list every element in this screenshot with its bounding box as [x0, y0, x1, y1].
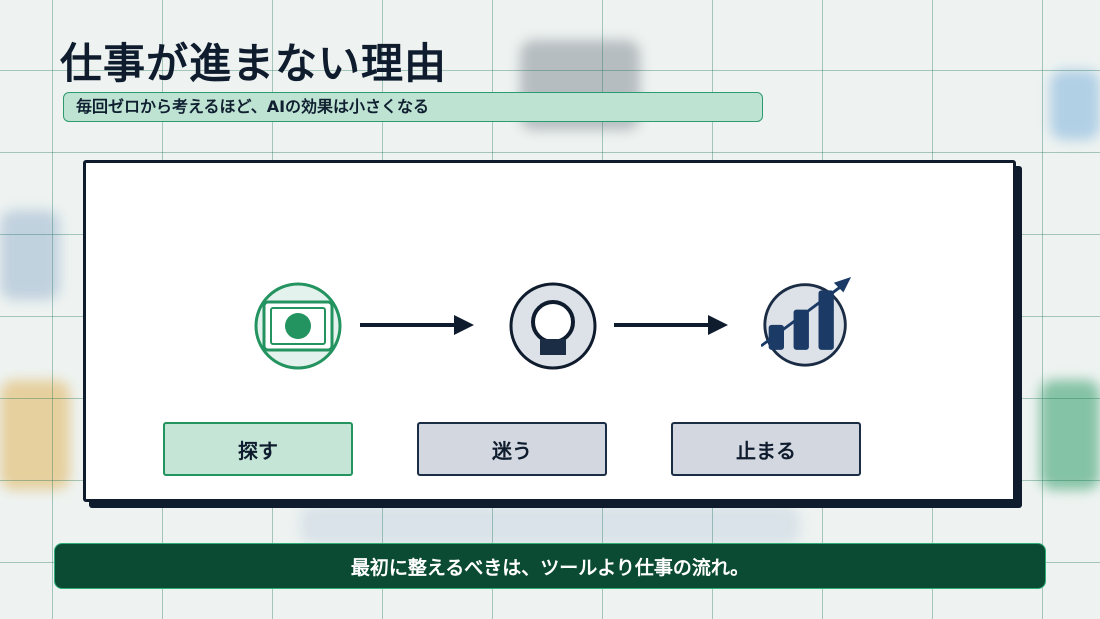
idea-bulb-icon [509, 282, 597, 370]
page-title: 仕事が進まない理由 [60, 39, 448, 88]
footer-message: 最初に整えるべきは、ツールより仕事の流れ。 [54, 543, 1046, 589]
step-label-hesitate: 迷う [417, 422, 607, 476]
arrow-right-icon [614, 315, 728, 335]
subtitle-banner: 毎回ゼロから考えるほど、AIの効果は小さくなる [63, 92, 763, 122]
background-shape [1050, 70, 1100, 140]
flow-card: 探す 迷う 止まる [83, 160, 1016, 502]
background-shape [0, 380, 70, 490]
growth-chart-icon [761, 277, 852, 367]
background-shape [1040, 380, 1100, 490]
arrow-right-icon [360, 315, 474, 335]
background-shape [0, 210, 60, 300]
step-label-search: 探す [163, 422, 353, 476]
search-screen-icon [254, 282, 342, 370]
background-shape [300, 505, 800, 545]
step-label-stop: 止まる [671, 422, 861, 476]
